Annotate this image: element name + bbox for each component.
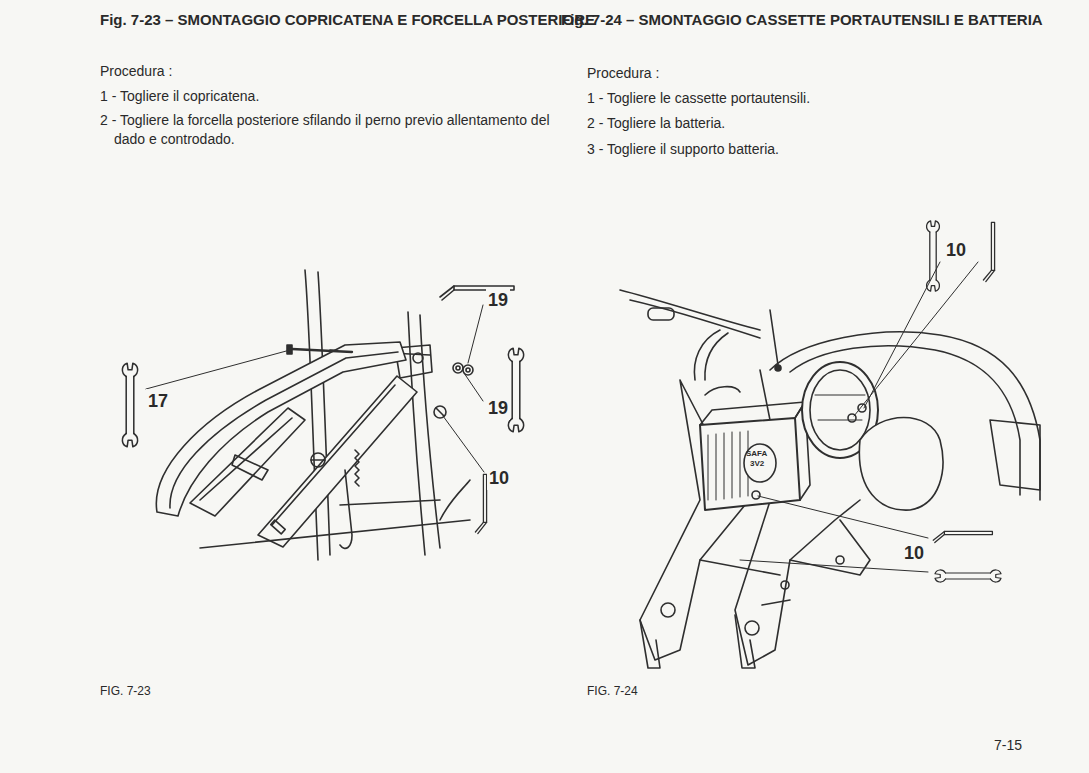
figure-heading: Fig. 7-23 – SMONTAGGIO COPRICATENA E FOR…	[100, 10, 630, 30]
figure-caption: FIG. 7-24	[587, 683, 638, 699]
callout-number: 17	[146, 389, 170, 413]
callout-number: 19	[486, 288, 510, 312]
callout-number: 10	[944, 238, 968, 262]
callout-number: 10	[902, 541, 926, 565]
figure-caption: FIG. 7-23	[100, 683, 151, 699]
figure-heading: Fig. 7-24 – SMONTAGGIO CASSETTE PORTAUTE…	[561, 10, 1084, 30]
fig-7-24-drawing	[620, 221, 1040, 668]
battery-model: 3V2	[750, 460, 764, 468]
battery-brand: SAFA	[746, 450, 767, 458]
procedure-step: 2 - Togliere la batteria.	[587, 114, 1007, 133]
callout-number: 10	[487, 466, 511, 490]
procedure-step: 1 - Togliere il copricatena.	[100, 87, 540, 106]
procedure-label: Procedura :	[100, 62, 300, 81]
procedure-step: 3 - Togliere il supporto batteria.	[587, 140, 1007, 159]
procedure-step: 1 - Togliere le cassette portautensili.	[587, 89, 1007, 108]
procedure-step: 2 - Togliere la forcella posteriore sfil…	[100, 111, 564, 149]
callout-number: 19	[486, 396, 510, 420]
fig-7-23-drawing	[122, 270, 523, 560]
page-number: 7-15	[994, 736, 1022, 755]
procedure-label: Procedura :	[587, 64, 787, 83]
